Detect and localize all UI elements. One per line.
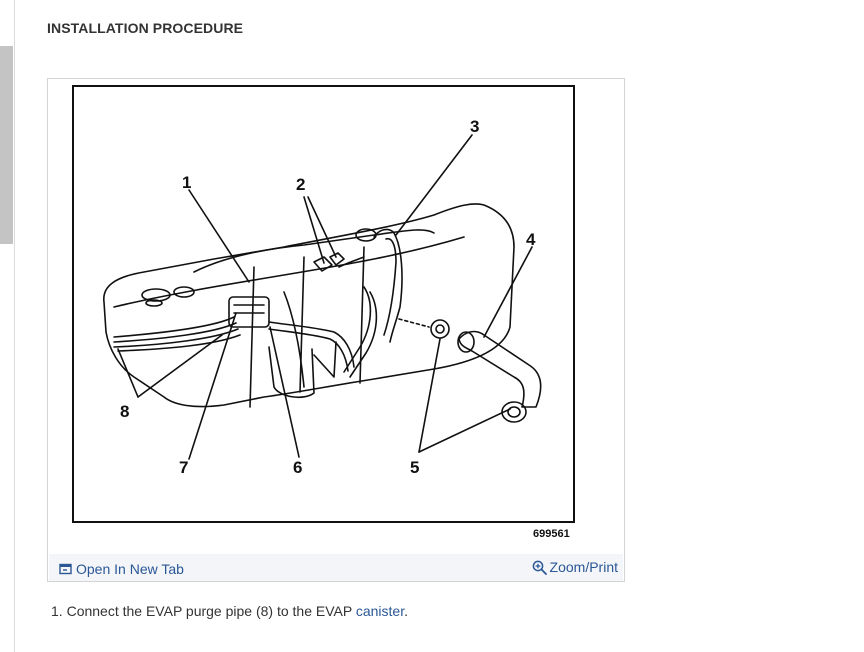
- leader-2b: [307, 196, 337, 258]
- figure-card: 1 2 3 4 5 6 7 8 699561 Open In New Tab: [47, 78, 625, 582]
- open-in-new-tab-link[interactable]: Open In New Tab: [59, 561, 184, 577]
- callout-4: 4: [526, 230, 536, 249]
- callout-6: 6: [293, 458, 302, 477]
- leader-5b: [418, 408, 511, 453]
- leader-4: [483, 246, 533, 338]
- leader-5a: [418, 338, 441, 453]
- step-number: 1.: [51, 603, 63, 619]
- leader-8b: [137, 334, 223, 398]
- callout-5: 5: [410, 458, 419, 477]
- callout-7: 7: [179, 458, 188, 477]
- tank-outline: [103, 203, 515, 408]
- leader-6: [269, 326, 300, 458]
- zoom-print-label: Zoom/Print: [549, 559, 618, 575]
- callout-3: 3: [470, 117, 479, 136]
- leader-3: [395, 134, 473, 236]
- leader-1: [188, 189, 250, 283]
- leader-8a: [117, 348, 139, 398]
- fuel-tank-diagram: 1 2 3 4 5 6 7 8: [103, 117, 542, 477]
- left-scroll-thumb[interactable]: [0, 46, 13, 244]
- callout-8: 8: [120, 402, 129, 421]
- open-in-new-tab-label: Open In New Tab: [76, 561, 184, 577]
- zoom-in-icon: [532, 560, 547, 575]
- open-tab-icon: [59, 563, 72, 575]
- canister-link[interactable]: canister: [355, 603, 405, 619]
- step-text-after: .: [404, 603, 408, 619]
- callout-2: 2: [296, 175, 305, 194]
- step-text-before: Connect the EVAP purge pipe (8) to the E…: [66, 603, 356, 619]
- zoom-print-link[interactable]: Zoom/Print: [532, 559, 618, 575]
- diagram-frame: 1 2 3 4 5 6 7 8: [72, 85, 575, 523]
- figure-toolbar: Open In New Tab Zoom/Print: [49, 554, 623, 581]
- figure-id: 699561: [533, 528, 570, 540]
- section-heading: INSTALLATION PROCEDURE: [47, 20, 244, 36]
- callout-1: 1: [182, 173, 191, 192]
- step-1: 1. Connect the EVAP purge pipe (8) to th…: [51, 603, 408, 619]
- leader-7: [188, 312, 237, 460]
- left-scroll-rail[interactable]: [0, 0, 15, 652]
- leader-2a: [303, 196, 325, 264]
